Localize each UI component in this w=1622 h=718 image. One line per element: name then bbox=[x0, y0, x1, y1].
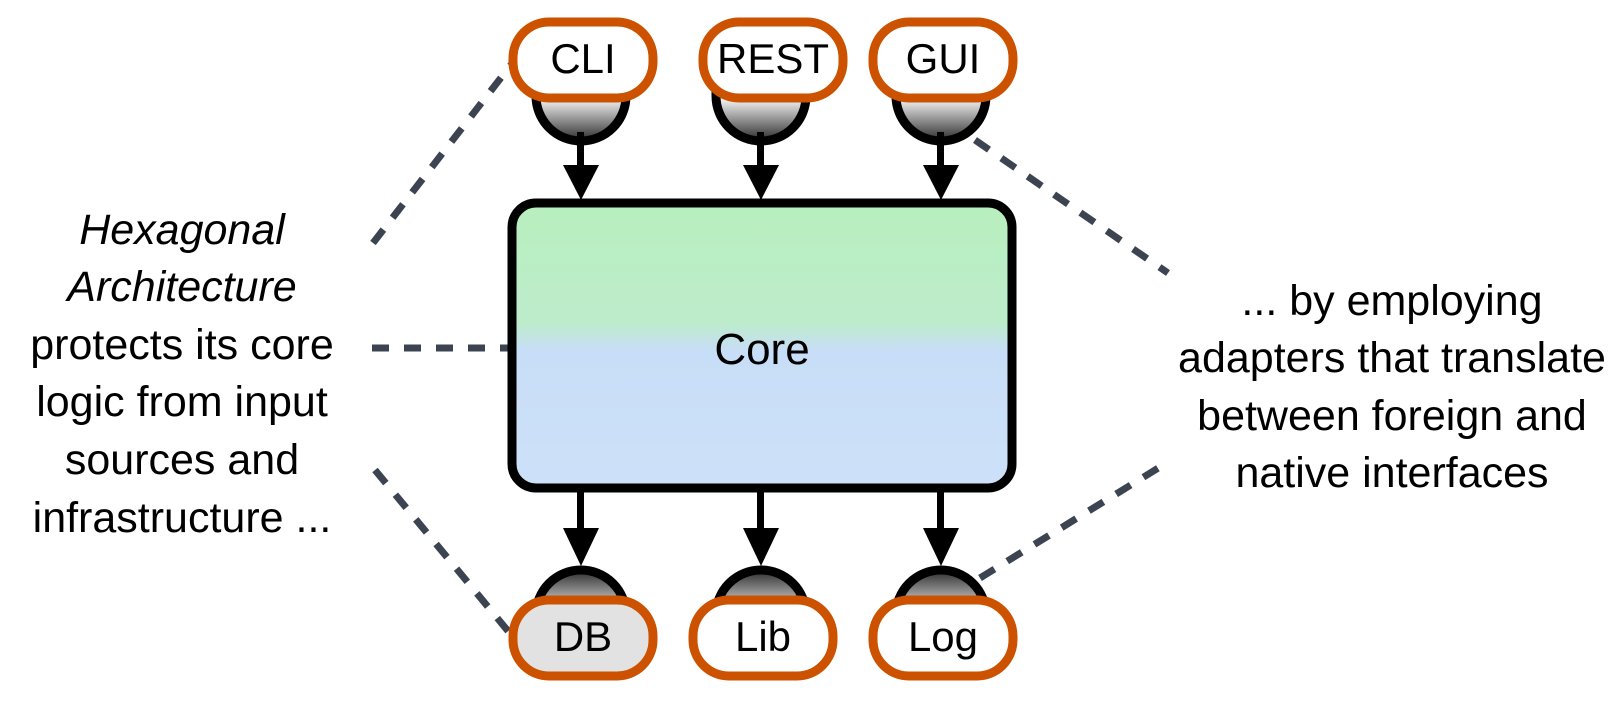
leader-left-note-to-cli bbox=[370, 54, 520, 246]
arrow-gui-to-core bbox=[923, 132, 959, 200]
leader-left-note-to-db bbox=[372, 467, 525, 651]
adapter-rest[interactable] bbox=[698, 17, 848, 103]
arrow-rest-to-core bbox=[743, 132, 779, 200]
adapter-db[interactable] bbox=[508, 595, 658, 681]
note-left-body: protects its core logic from input sourc… bbox=[30, 320, 334, 542]
inbound-arrows bbox=[563, 132, 959, 200]
leader-lines bbox=[370, 54, 1170, 651]
note-right-body: ... by employing adapters that translate… bbox=[1178, 276, 1606, 498]
arrow-core-to-db bbox=[563, 492, 599, 566]
core-label: Core bbox=[714, 325, 810, 374]
arrow-core-to-lib bbox=[743, 492, 779, 566]
adapter-cli[interactable] bbox=[508, 17, 658, 103]
driven-adapters bbox=[508, 595, 1018, 681]
arrow-cli-to-core bbox=[563, 132, 599, 200]
leader-right-note-to-log bbox=[978, 459, 1170, 581]
arrow-core-to-log bbox=[923, 492, 959, 566]
leader-right-note-to-gui bbox=[973, 137, 1170, 276]
adapter-lib[interactable] bbox=[688, 595, 838, 681]
note-right: ... by employing adapters that translate… bbox=[1162, 215, 1622, 503]
adapter-log[interactable] bbox=[868, 595, 1018, 681]
adapter-gui[interactable] bbox=[868, 17, 1018, 103]
outbound-arrows bbox=[563, 492, 959, 566]
driving-adapters bbox=[508, 17, 1018, 103]
note-left-emphasis: Hexagonal Architecture bbox=[67, 205, 297, 312]
core-box[interactable] bbox=[507, 198, 1017, 493]
